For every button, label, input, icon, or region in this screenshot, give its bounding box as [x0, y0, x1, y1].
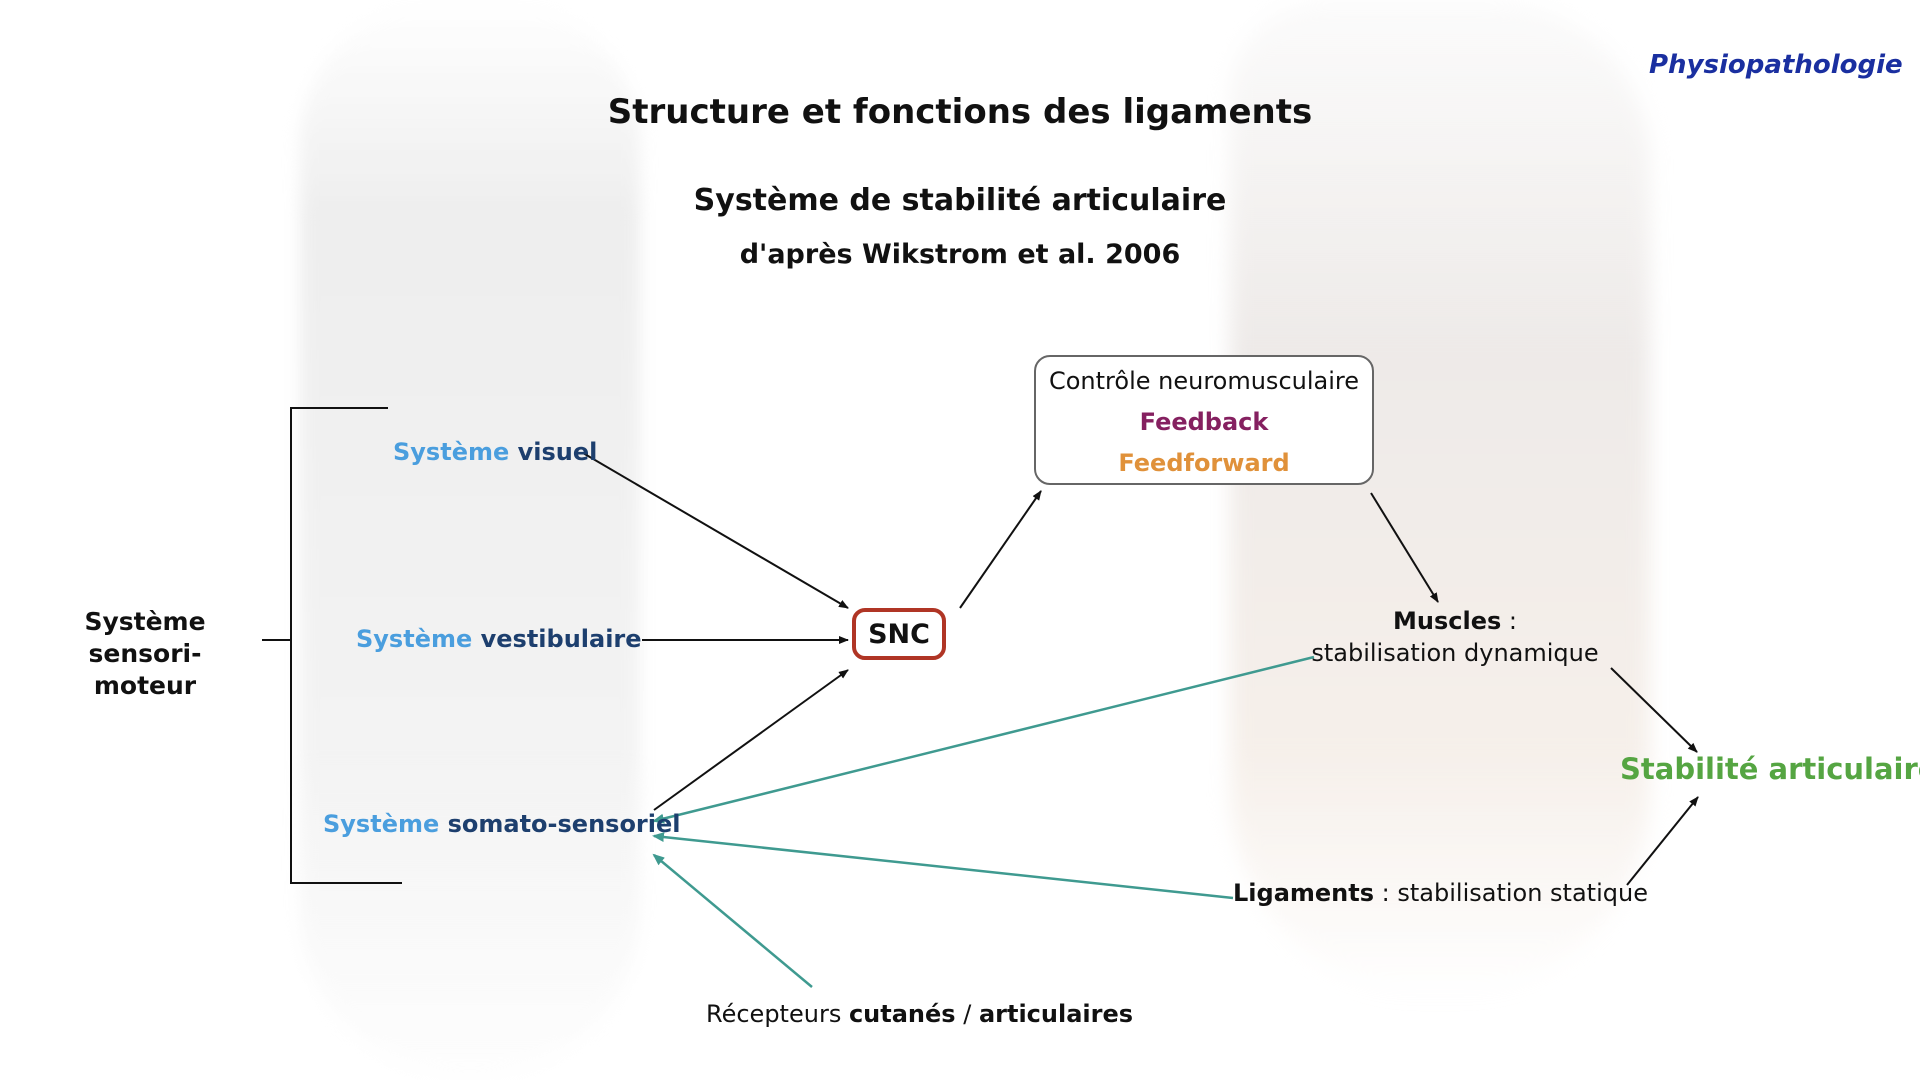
systeme-somato-name: somato-sensoriel — [447, 810, 681, 838]
arrow-muscles-stabilite — [1610, 667, 1698, 753]
systeme-prefix: Système — [393, 438, 510, 466]
systeme-sensori-moteur-label: Système sensori-moteur — [84, 607, 206, 700]
systeme-vestibulaire-name: vestibulaire — [480, 625, 642, 653]
muscles-sep: : — [1501, 607, 1517, 635]
arrow-ligaments-somato — [652, 832, 1234, 900]
feedback-label: Feedback — [1139, 408, 1269, 436]
stabilite-articulaire-node: Stabilité articulaire — [1620, 752, 1920, 786]
ligaments-node: Ligaments : stabilisation statique — [1233, 879, 1648, 907]
systeme-prefix: Système — [323, 810, 440, 838]
systeme-visuel-label: Système visuel — [393, 438, 597, 466]
muscles-node: Muscles : stabilisation dynamique — [1300, 605, 1610, 669]
muscles-desc: stabilisation dynamique — [1311, 639, 1599, 667]
arrow-muscles-somato — [652, 655, 1315, 824]
arrow-ligaments-stabilite — [1626, 796, 1699, 886]
controle-neuromusculaire-box: Contrôle neuromusculaire Feedback Feedfo… — [1034, 355, 1374, 485]
ligaments-desc: : stabilisation statique — [1374, 879, 1648, 907]
recepteurs-prefix: Récepteurs — [706, 1000, 849, 1028]
recepteurs-cutanes: cutanés — [848, 1000, 956, 1028]
ligaments-label: Ligaments — [1233, 879, 1375, 907]
snc-node: SNC — [852, 608, 946, 660]
recepteurs-sep: / — [955, 1000, 979, 1028]
arrow-somato-snc — [653, 669, 849, 811]
arrow-controle-muscles — [1370, 492, 1439, 603]
feedforward-label: Feedforward — [1118, 449, 1290, 477]
page-title: Structure et fonctions des ligaments — [607, 92, 1313, 132]
arrow-visuel-snc — [582, 452, 849, 609]
arrow-snc-controle — [959, 490, 1042, 609]
systeme-prefix: Système — [356, 625, 473, 653]
muscles-label: Muscles — [1393, 607, 1502, 635]
sensori-moteur-bracket — [290, 407, 402, 884]
controle-title: Contrôle neuromusculaire — [1048, 367, 1359, 395]
recepteurs-node: Récepteurs cutanés / articulaires — [706, 1000, 1133, 1028]
systeme-vestibulaire-label: Système vestibulaire — [356, 625, 642, 653]
recepteurs-articulaires: articulaires — [978, 1000, 1134, 1028]
brand-label: Physiopathologie — [1649, 50, 1903, 80]
systeme-visuel-name: visuel — [517, 438, 598, 466]
systeme-somato-sensoriel-label: Système somato-sensoriel — [323, 810, 681, 838]
diagram-title: Système de stabilité articulaire — [693, 183, 1227, 218]
diagram-source: d'après Wikstrom et al. 2006 — [739, 239, 1181, 270]
arrow-recepteurs-somato — [652, 853, 813, 988]
